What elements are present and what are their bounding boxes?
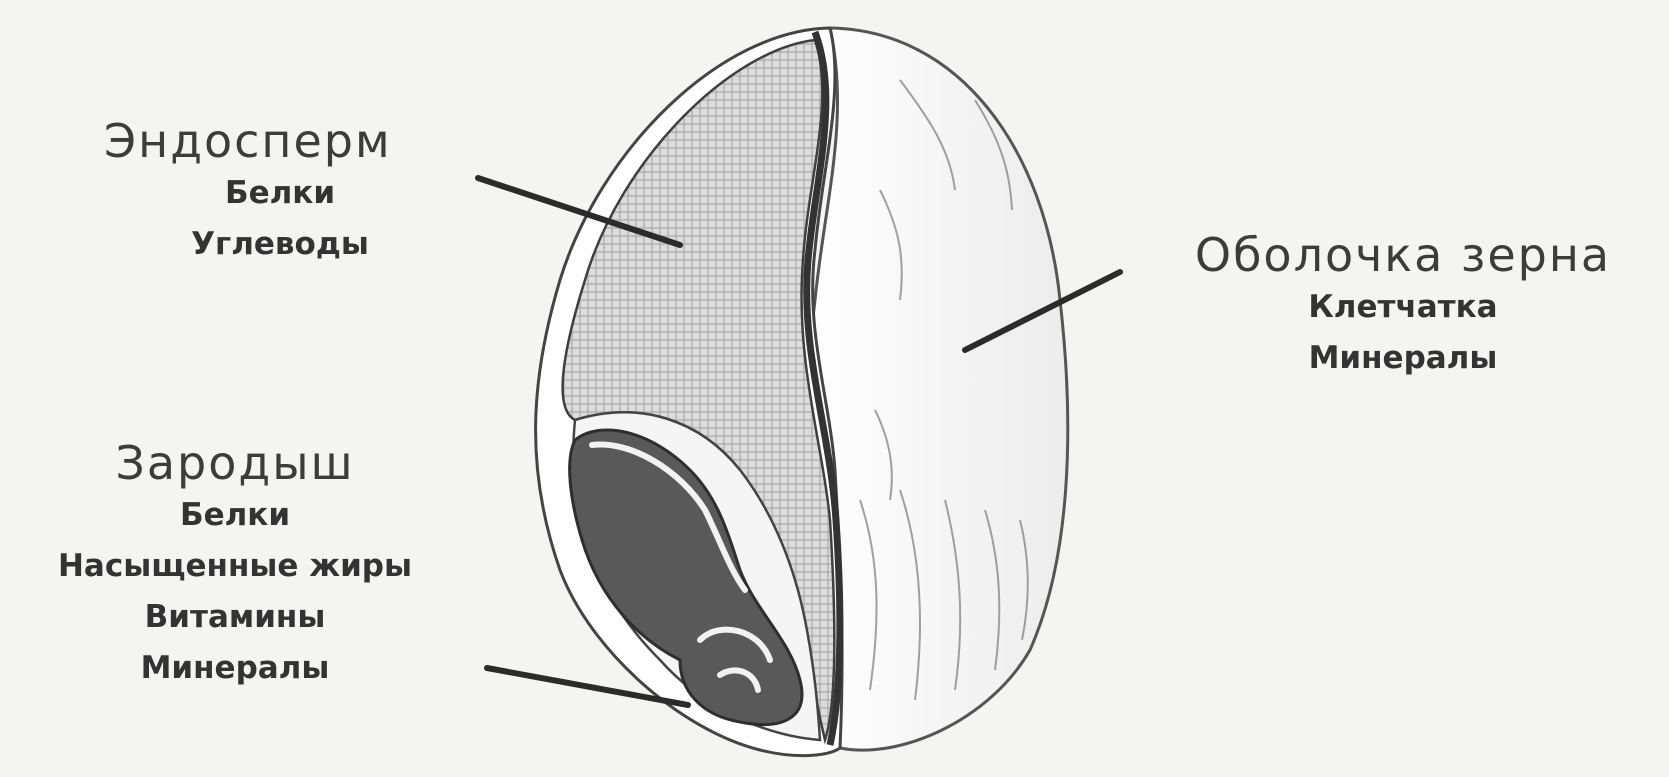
endosperm-title: Эндосперм	[100, 118, 460, 164]
endosperm-label-group: Эндосперм Белки Углеводы	[100, 118, 460, 260]
germ-item-minerals: Минералы	[0, 653, 470, 684]
endosperm-item-proteins: Белки	[100, 178, 460, 209]
shell-title: Оболочка зерна	[1168, 232, 1638, 278]
germ-item-proteins: Белки	[0, 500, 470, 531]
shell-item-minerals: Минералы	[1168, 343, 1638, 374]
germ-label-group: Зародыш Белки Насыщенные жиры Витамины М…	[0, 440, 470, 684]
endosperm-item-carbs: Углеводы	[100, 229, 460, 260]
grain-shell	[811, 28, 1067, 750]
germ-item-fats: Насыщенные жиры	[0, 551, 470, 582]
shell-item-fiber: Клетчатка	[1168, 292, 1638, 323]
germ-item-vitamins: Витамины	[0, 602, 470, 633]
germ-title: Зародыш	[0, 440, 470, 486]
shell-label-group: Оболочка зерна Клетчатка Минералы	[1168, 232, 1638, 374]
